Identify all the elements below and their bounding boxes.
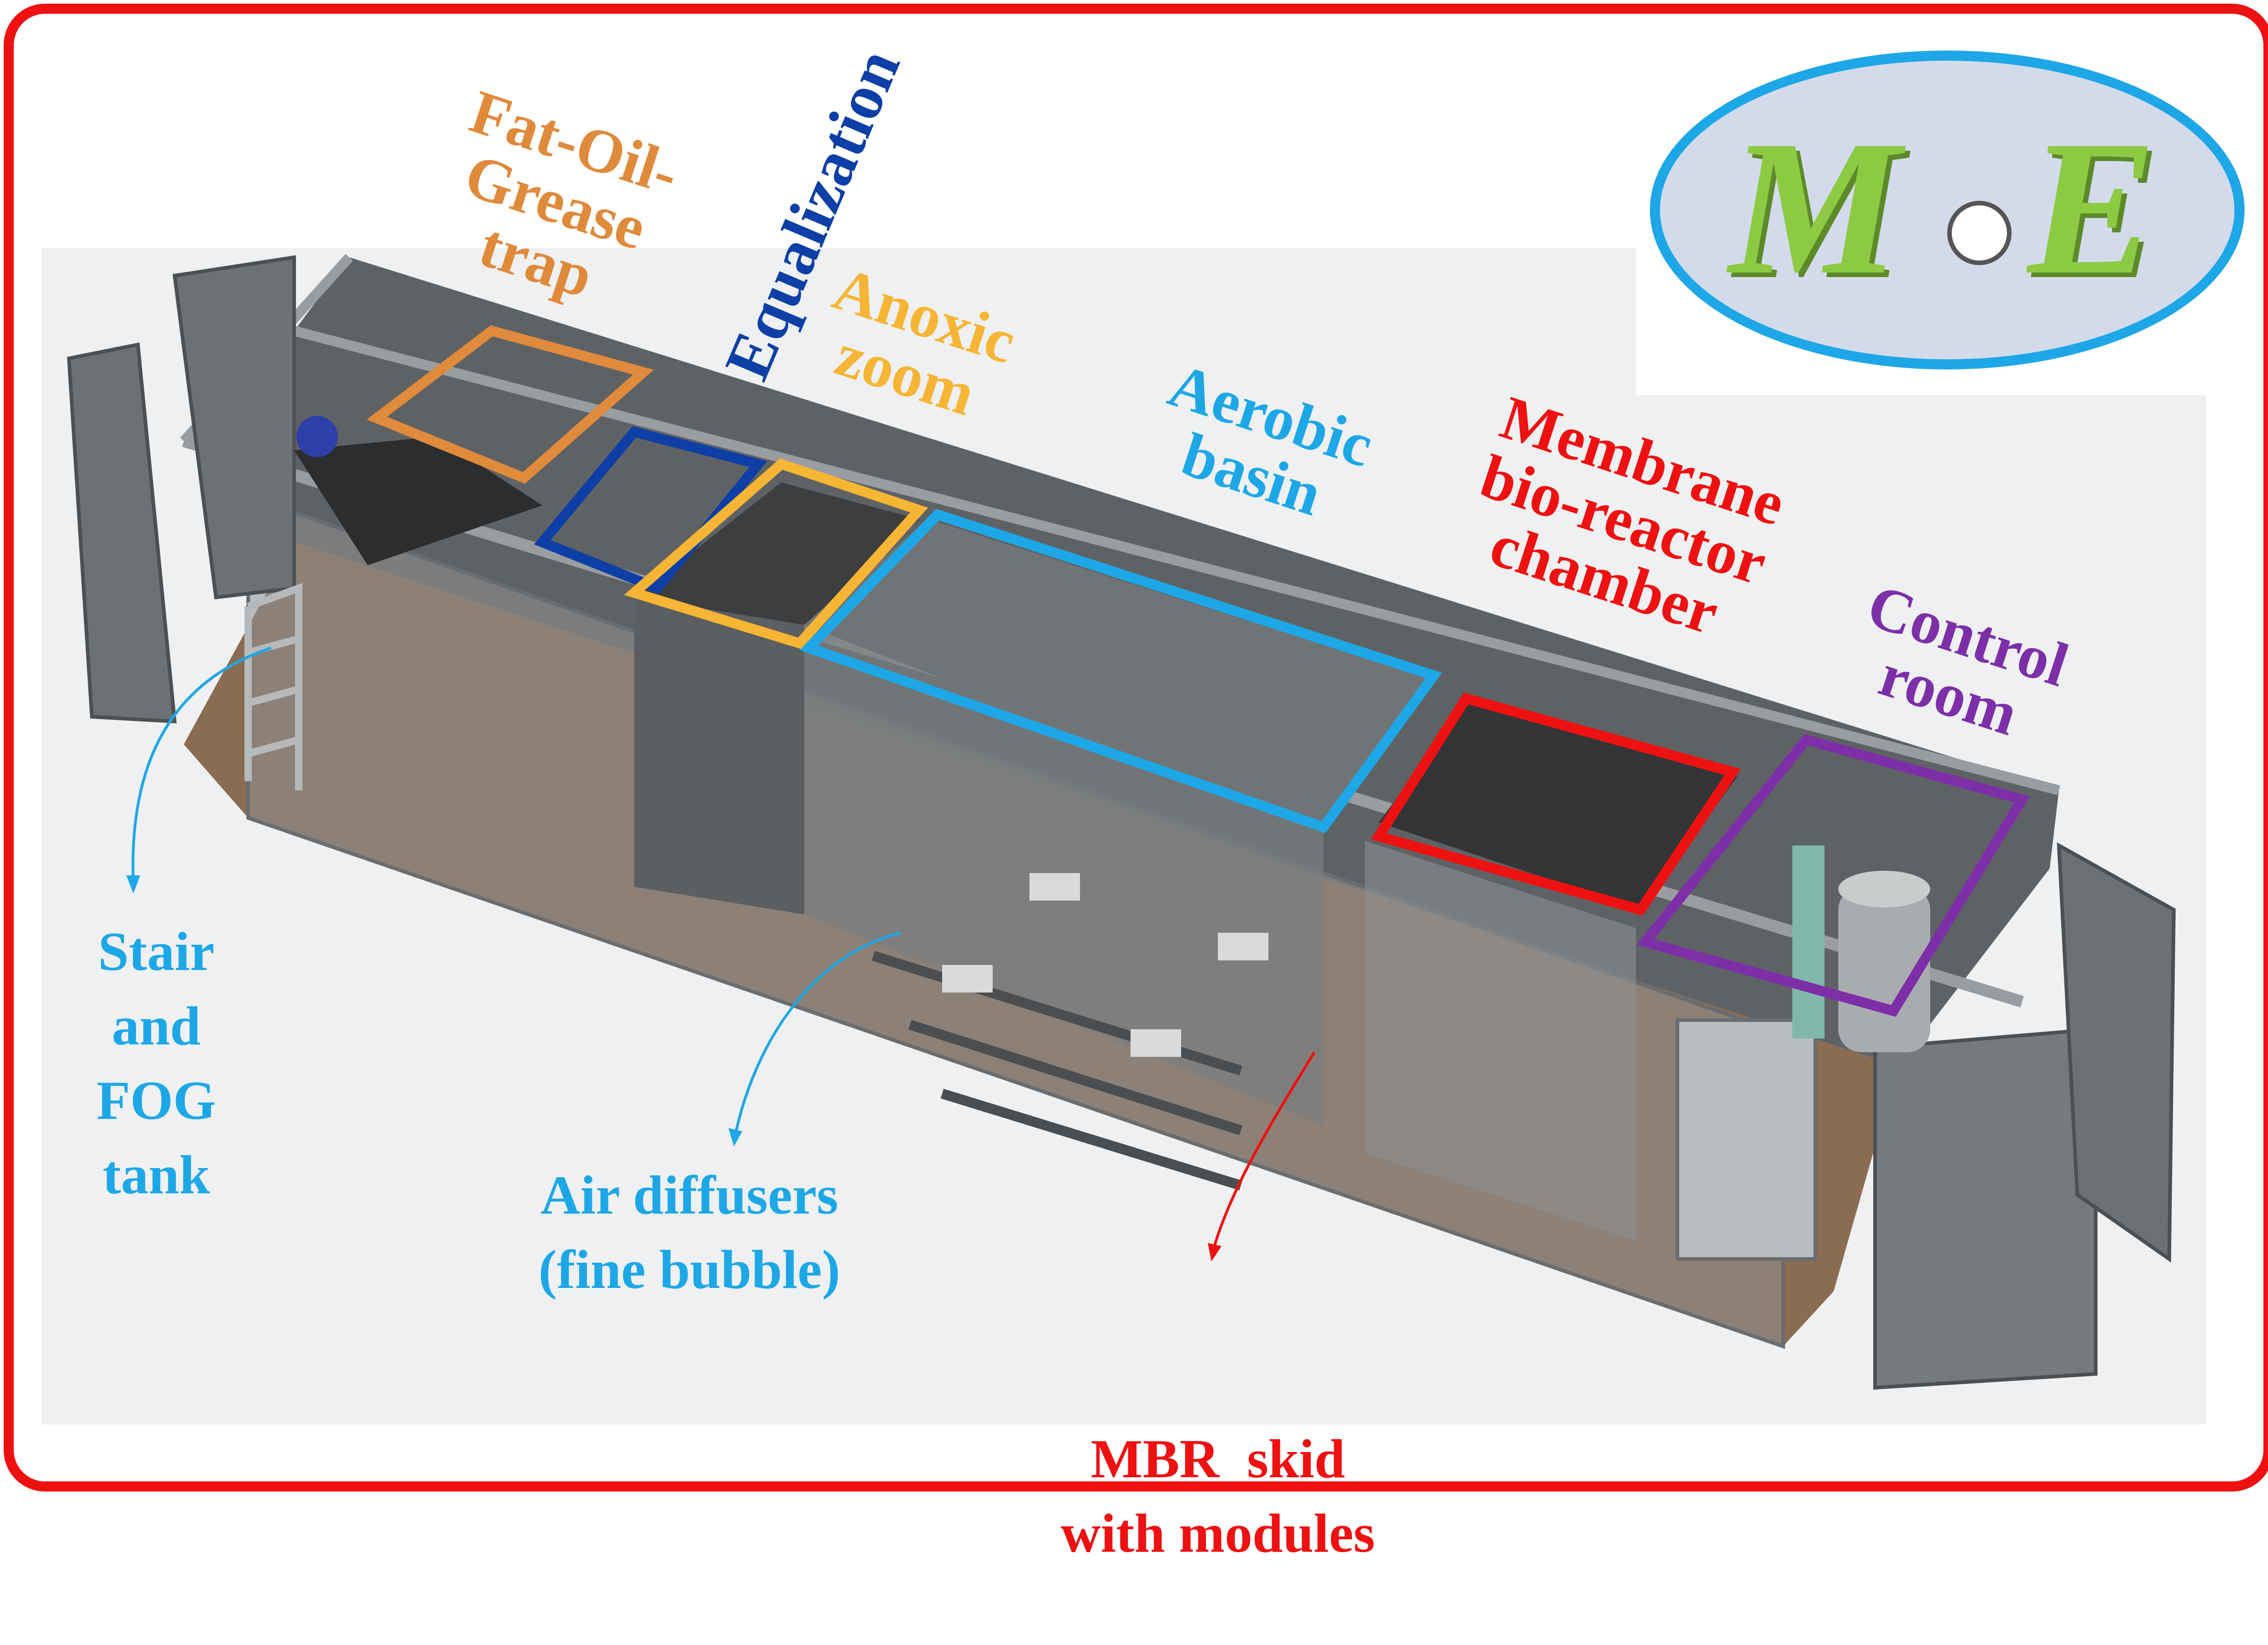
aerobic-tank-top — [804, 519, 1434, 827]
right-door-front — [1873, 1027, 2097, 1390]
anoxic-outline — [624, 458, 928, 649]
mbr-outline — [1370, 692, 1741, 916]
equalization-tank — [634, 597, 804, 914]
logo-letter-e: E — [2028, 101, 2157, 314]
right-door-back — [2057, 842, 2176, 1263]
control-cabinet — [1676, 1018, 1817, 1261]
logo-letter-m: M — [1729, 101, 1901, 314]
logo-dot-icon — [1947, 201, 2012, 265]
aerobic-outline — [800, 509, 1442, 834]
fog-trap-outline — [366, 325, 654, 484]
mbr-tank-front — [1365, 841, 1636, 1241]
green-column — [1792, 845, 1825, 1038]
stair-arrow — [131, 647, 272, 883]
equalization-outline — [534, 426, 767, 595]
left-door-open — [67, 342, 177, 724]
blue-motor — [296, 416, 338, 457]
anoxic-tank — [634, 482, 919, 625]
label-air-diffusers: Air diffusers(fine bubble) — [538, 1164, 841, 1300]
stair-frame — [244, 583, 302, 790]
fog-tank-box — [294, 437, 542, 565]
mbr-skid-arrow — [1212, 1051, 1316, 1250]
pressure-vessel — [1838, 887, 1930, 1052]
diffuser-arrow — [734, 931, 901, 1135]
air-diffuser-units — [942, 873, 1268, 1057]
control-room-outline — [1637, 734, 2030, 1017]
me-logo: M E — [1650, 51, 2245, 369]
container-plant-diagram — [41, 248, 2206, 1424]
